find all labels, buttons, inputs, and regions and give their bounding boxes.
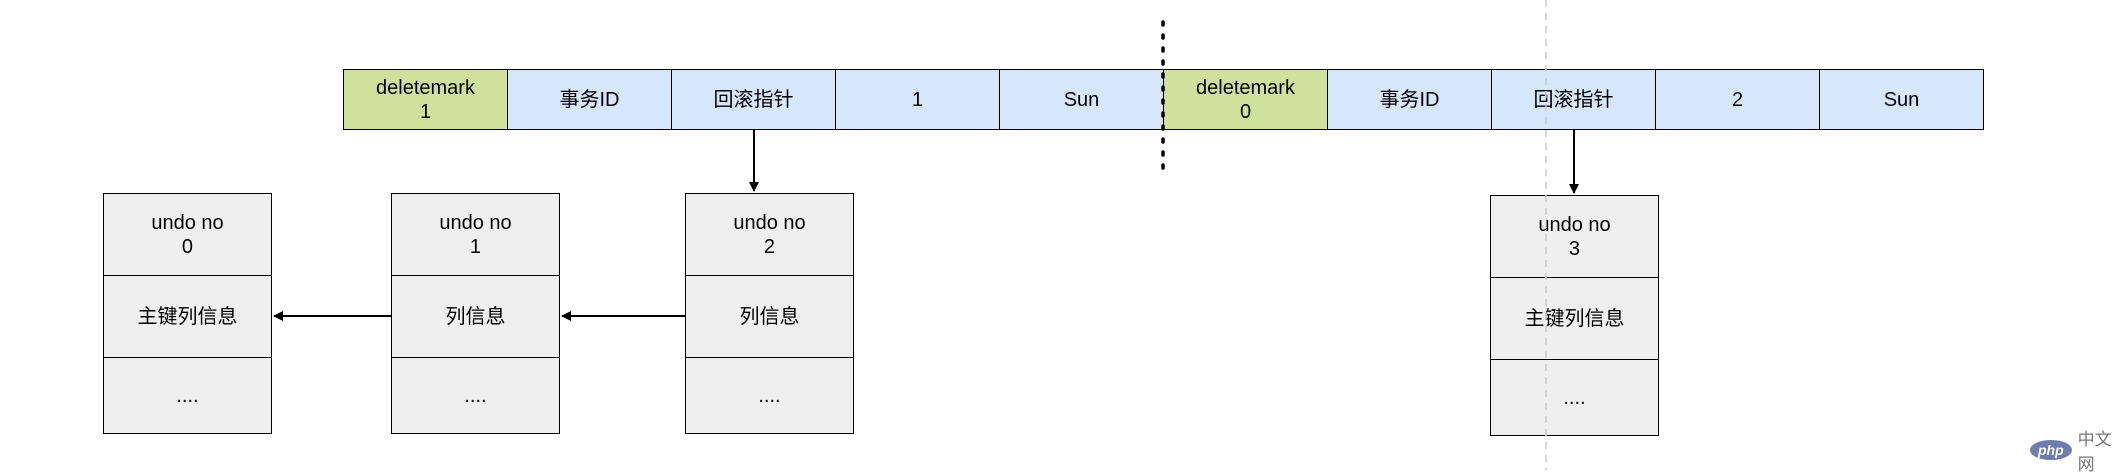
- undo3-info-cell: 主键列信息: [1490, 277, 1659, 360]
- record2-id-cell: 2: [1655, 69, 1820, 130]
- undo3-title-cell: undo no 3: [1490, 195, 1659, 278]
- undo0-info-cell: 主键列信息: [103, 275, 272, 358]
- undo0-title-cell: undo no 0: [103, 193, 272, 276]
- record1-roll-ptr-cell: 回滚指针: [671, 69, 836, 130]
- undo0-more-cell: ....: [103, 357, 272, 434]
- undo1-more-cell: ....: [391, 357, 560, 434]
- record1-name-cell: Sun: [999, 69, 1164, 130]
- php-logo: php: [2030, 440, 2072, 460]
- record2-name-cell: Sun: [1819, 69, 1984, 130]
- record1-deletemark-value: 1: [419, 100, 432, 123]
- undo1-title-cell: undo no 1: [391, 193, 560, 276]
- record2-deletemark-label: deletemark: [1196, 76, 1295, 99]
- php-watermark: php 中文网: [2030, 425, 2128, 475]
- undo3-more-cell: ....: [1490, 359, 1659, 436]
- undo2-more-cell: ....: [685, 357, 854, 434]
- undo1-info-cell: 列信息: [391, 275, 560, 358]
- record1-deletemark-label: deletemark: [376, 76, 475, 99]
- undo2-info-cell: 列信息: [685, 275, 854, 358]
- watermark-text: 中文网: [2077, 430, 2112, 474]
- record1-trx-id-cell: 事务ID: [507, 69, 672, 130]
- undo2-title-cell: undo no 2: [685, 193, 854, 276]
- record2-deletemark-value: 0: [1239, 100, 1252, 123]
